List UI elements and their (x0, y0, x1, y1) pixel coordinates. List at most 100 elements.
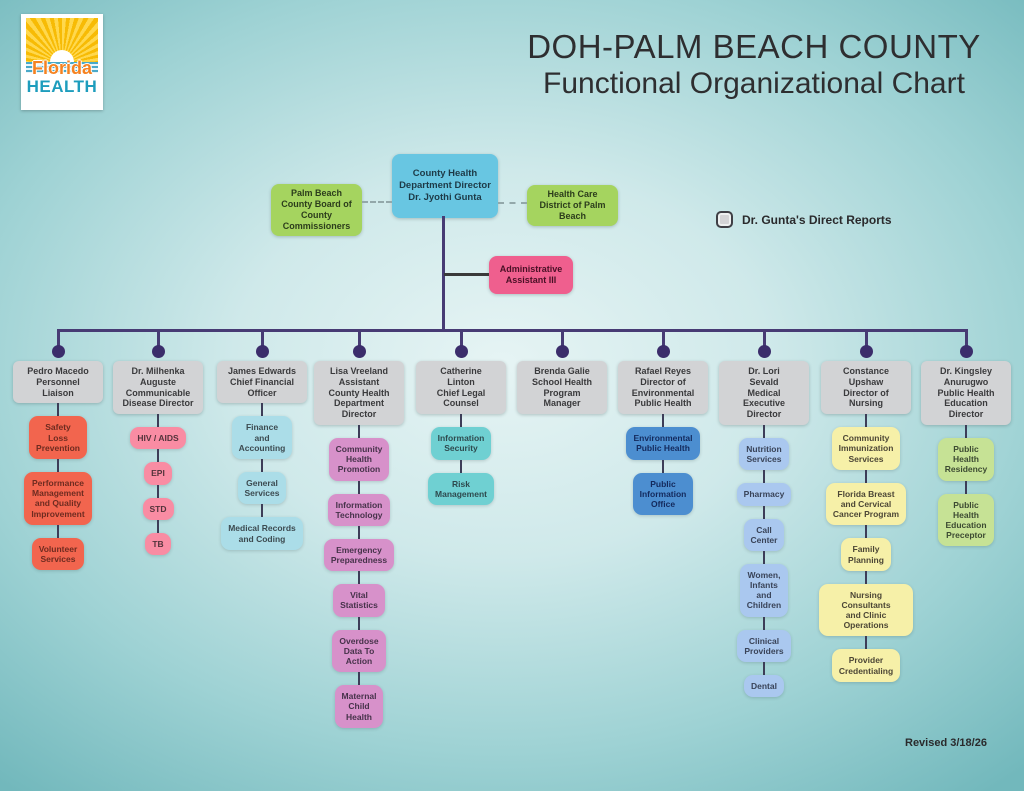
health-care-district-box: Health Care District of Palm Beach (527, 185, 618, 226)
county-board-box: Palm Beach County Board of County Commis… (271, 184, 362, 236)
drop-connector-line (57, 329, 60, 347)
direct-report-dot (51, 345, 65, 358)
program-box: Risk Management (428, 472, 494, 505)
child-connector-line (157, 414, 159, 428)
header-box-assistant-director: Lisa Vreeland Assistant County Health De… (314, 361, 404, 425)
drop-connector-line (358, 329, 361, 347)
administrative-assistant-box: Administrative Assistant III (489, 256, 573, 294)
trunk-connector-line (442, 216, 445, 332)
child-connector-line (662, 459, 664, 473)
director-box: County Health Department Director Dr. Jy… (392, 154, 498, 218)
header-box-environmental-public-health: Rafael Reyes Director of Environmental P… (618, 361, 708, 415)
child-connector-line (865, 525, 867, 539)
drop-connector-line (865, 329, 868, 347)
direct-report-dot (757, 345, 771, 358)
program-box: Information Security (430, 427, 492, 460)
program-box: Pharmacy (736, 483, 792, 506)
child-connector-line (157, 519, 159, 533)
child-connector-line (261, 458, 263, 472)
header-box-personnel-liaison: Pedro Macedo Personnel Liaison (13, 361, 103, 404)
drop-connector-line (157, 329, 160, 347)
dashed-connector-left (362, 201, 392, 203)
program-box: Call Center (743, 518, 785, 551)
child-connector-line (157, 449, 159, 463)
direct-report-dot (859, 345, 873, 358)
org-column-assistant-director: Lisa Vreeland Assistant County Health De… (312, 345, 406, 728)
org-column-environmental-public-health: Rafael Reyes Director of Environmental P… (616, 345, 710, 516)
org-column-school-health: Brenda Galie School Health Program Manag… (515, 345, 609, 415)
horizontal-rail-line (58, 329, 968, 332)
program-box: Performance Management and Quality Impro… (24, 471, 92, 525)
child-connector-line (763, 616, 765, 630)
child-connector-line (358, 480, 360, 494)
direct-report-dot (352, 345, 366, 358)
child-connector-line (965, 480, 967, 494)
org-column-medical-executive: Dr. Lori Sevald Medical Executive Direct… (717, 345, 811, 698)
child-connector-line (358, 672, 360, 686)
program-box: Provider Credentialing (831, 649, 901, 682)
direct-report-dot (255, 345, 269, 358)
water-stripes-icon (26, 62, 98, 73)
child-connector-line (460, 459, 462, 473)
child-connector-line (865, 570, 867, 584)
header-box-chief-financial-officer: James Edwards Chief Financial Officer (217, 361, 307, 404)
program-box: Volunteer Services (31, 537, 85, 571)
child-connector-line (662, 414, 664, 428)
header-box-medical-executive: Dr. Lori Sevald Medical Executive Direct… (719, 361, 809, 425)
child-connector-line (57, 458, 59, 472)
program-box: Environmental Public Health (626, 427, 700, 460)
florida-health-logo: Florida HEALTH (21, 14, 103, 110)
program-box: Safety Loss Prevention (29, 416, 87, 459)
drop-connector-line (763, 329, 766, 347)
child-connector-line (261, 403, 263, 417)
child-connector-line (763, 470, 765, 484)
dashed-connector-right (498, 202, 527, 204)
child-connector-line (763, 662, 765, 676)
child-connector-line (358, 525, 360, 539)
direct-reports-legend-icon (716, 211, 733, 228)
direct-report-dot (151, 345, 165, 358)
program-box: Women, Infants and Children (739, 563, 789, 617)
drop-connector-line (460, 329, 463, 347)
program-box: Information Technology (328, 493, 390, 526)
child-connector-line (57, 403, 59, 417)
program-box: Dental (744, 675, 784, 698)
org-column-communicable-disease: Dr. Milhenka Auguste Communicable Diseas… (111, 345, 205, 555)
header-box-communicable-disease: Dr. Milhenka Auguste Communicable Diseas… (113, 361, 203, 415)
program-box: Nursing Consultants and Clinic Operation… (819, 583, 913, 637)
program-box: Maternal Child Health (334, 685, 384, 728)
child-connector-line (460, 414, 462, 428)
program-box: Public Information Office (632, 472, 694, 516)
child-connector-line (865, 469, 867, 483)
header-box-chief-legal-counsel: Catherine Linton Chief Legal Counsel (416, 361, 506, 415)
page-title: DOH-PALM BEACH COUNTY Functional Organiz… (494, 28, 1014, 102)
child-connector-line (865, 414, 867, 428)
child-connector-line (358, 424, 360, 438)
program-box: General Services (237, 471, 287, 505)
direct-report-dot (959, 345, 973, 358)
program-box: Vital Statistics (333, 584, 385, 617)
program-box: Community Immunization Services (831, 427, 901, 470)
program-box: EPI (144, 462, 172, 485)
program-box: Overdose Data To Action (332, 629, 386, 673)
child-connector-line (157, 484, 159, 498)
assistant-connector-line (444, 273, 489, 276)
direct-report-dot (454, 345, 468, 358)
revised-date: Revised 3/18/26 (905, 737, 987, 749)
program-box: Public Health Residency (937, 437, 995, 481)
child-connector-line (261, 504, 263, 518)
program-box: Public Health Education Preceptor (938, 493, 994, 547)
drop-connector-line (662, 329, 665, 347)
sun-icon (26, 18, 98, 62)
child-connector-line (763, 550, 765, 564)
program-box: Emergency Preparedness (323, 538, 395, 572)
drop-connector-line (261, 329, 264, 347)
child-connector-line (965, 424, 967, 438)
child-connector-line (358, 571, 360, 585)
title-line-1: DOH-PALM BEACH COUNTY (527, 28, 981, 65)
direct-report-dot (656, 345, 670, 358)
